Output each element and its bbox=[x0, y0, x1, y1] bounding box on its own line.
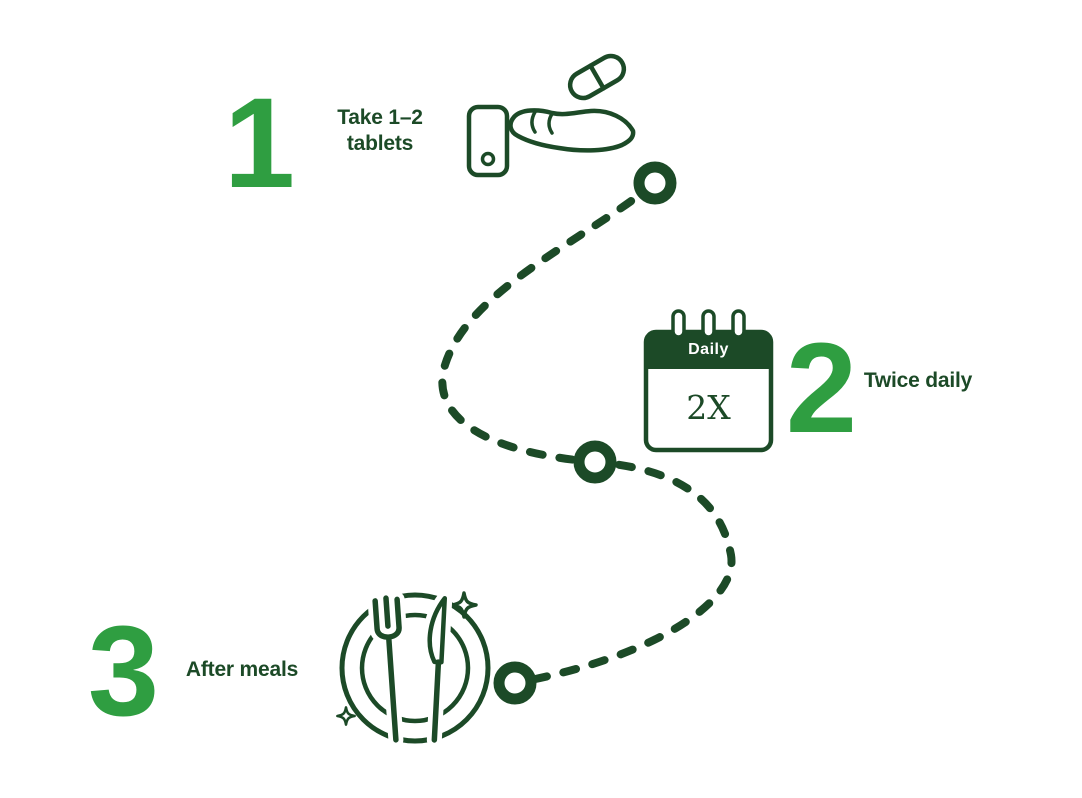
calendar-icon bbox=[643, 309, 774, 453]
step-1-number: 1 bbox=[223, 72, 295, 215]
step-2-label: Twice daily bbox=[863, 369, 973, 392]
calendar-ring-icon bbox=[701, 309, 716, 339]
sparkle-icon bbox=[336, 706, 356, 726]
route-node-2 bbox=[573, 440, 617, 484]
hand-offering-tablets-icon bbox=[466, 53, 636, 178]
sparkle-icon bbox=[450, 591, 478, 619]
fork-icon bbox=[367, 590, 407, 748]
step-2-number: 2 bbox=[785, 317, 857, 460]
step-3-number: 3 bbox=[87, 600, 159, 743]
step-1-label: Take 1–2 tablets bbox=[337, 106, 423, 156]
calendar-ring-icon bbox=[731, 309, 746, 339]
calendar-header-label: Daily bbox=[688, 341, 729, 358]
step-3-label: After meals bbox=[185, 658, 299, 681]
calendar-header-band bbox=[646, 332, 771, 369]
calendar-ring-icon bbox=[671, 309, 686, 339]
route-node-1 bbox=[633, 161, 677, 205]
calendar-value-label: 2X bbox=[686, 388, 731, 427]
meal-plate-icon bbox=[336, 590, 491, 748]
route-node-3 bbox=[493, 661, 537, 705]
capsule-icon bbox=[567, 53, 627, 101]
knife-icon bbox=[422, 590, 453, 748]
tablet-pack-icon bbox=[466, 104, 510, 178]
